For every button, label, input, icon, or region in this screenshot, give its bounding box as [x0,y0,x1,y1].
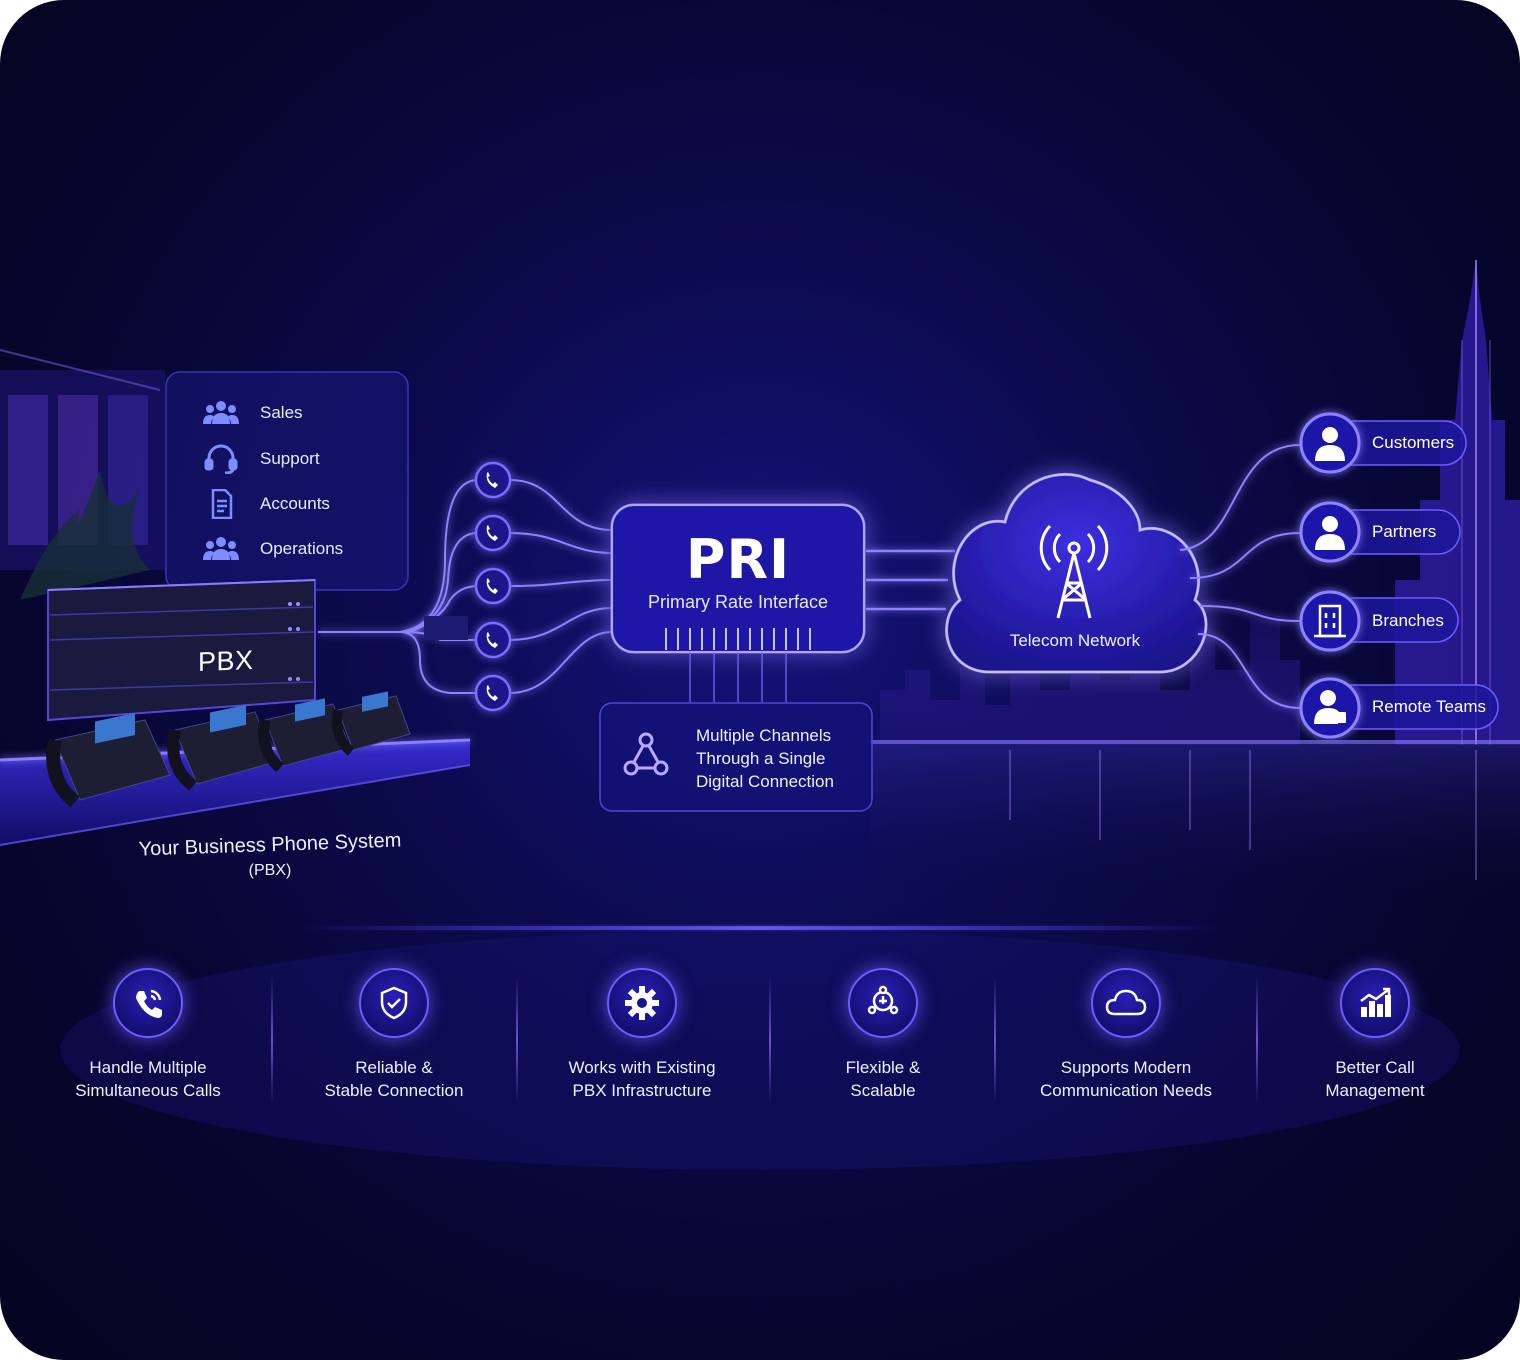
remote-worker-icon [1314,690,1346,724]
department-label: Sales [260,403,303,422]
department-label: Operations [260,539,344,558]
department-item-accounts: Accounts [202,489,330,519]
cloud-icon [1091,968,1161,1038]
department-item-support: Support [202,444,320,474]
destination-label-branches: Branches [1372,611,1444,630]
person-icon [1315,516,1345,550]
junction-block [424,616,468,640]
building-icon [1314,604,1346,638]
destination-label-partners: Partners [1372,522,1437,541]
telecom-cloud [945,472,1208,674]
channels-info-box [599,702,873,812]
antenna-tower-icon [1039,524,1109,619]
team-icon [203,401,239,424]
network-label: Telecom Network [1009,631,1141,650]
channels-info-line: Multiple Channels [696,726,832,745]
desk-phones [46,691,411,808]
network-to-destination-lines [1179,444,1301,709]
department-item-operations: Operations [202,534,343,564]
team-icon [203,537,239,560]
pbx-caption-sub: (PBX) [248,862,292,879]
feature-label: Supports Modern [1060,1058,1192,1077]
office-backdrop [0,349,165,600]
pri-to-network-lines [866,549,955,611]
feature-divider [769,975,771,1105]
person-icon [1315,427,1345,461]
horizon-glow [300,926,1220,930]
feature-label: Flexible & [845,1058,921,1077]
feature-label: PBX Infrastructure [572,1081,712,1100]
destination-label-customers: Customers [1372,433,1455,452]
channels-info-line: Through a Single [696,749,826,768]
destination-label-remote-teams: Remote Teams [1372,697,1487,716]
phone-call-icon [113,968,183,1038]
pri-box [610,503,866,702]
feature-label: Better Call [1335,1058,1415,1077]
feature-label: Communication Needs [1040,1081,1212,1100]
feature-divider [271,975,273,1105]
department-label: Accounts [260,494,330,513]
feature-divider [516,975,518,1105]
feature-divider [994,975,996,1105]
pri-title: PRI [685,528,791,591]
call-channel-icons [474,461,512,712]
feature-label: Scalable [850,1081,916,1100]
pbx-device-label: PBX [198,645,254,677]
feature-item: Flexible & Scalable [753,968,1013,1102]
bar-chart-icon [1340,968,1410,1038]
department-list: Sales Support Accounts Operations [166,372,408,590]
network-triangle-icon [623,732,669,776]
shield-check-icon [359,968,429,1038]
channels-info-text: Multiple Channels Through a Single Digit… [696,724,866,793]
feature-label: Management [1325,1081,1425,1100]
channels-info-line: Digital Connection [696,772,834,791]
pbx-server [47,578,316,722]
feature-label: Simultaneous Calls [75,1081,221,1100]
call-to-pri-lines [509,479,613,694]
feature-label: Works with Existing [568,1058,716,1077]
department-item-sales: Sales [202,398,303,428]
pri-subtitle: Primary Rate Interface [647,592,829,612]
gear-icon [607,968,677,1038]
network-nodes-icon [848,968,918,1038]
feature-label: Handle Multiple [89,1058,207,1077]
document-icon [211,489,233,519]
feature-label: Reliable & [355,1058,433,1077]
feature-divider [1256,975,1258,1105]
department-label: Support [260,449,320,468]
feature-label: Stable Connection [324,1081,464,1100]
destination-icons [1314,427,1346,724]
feature-item: Reliable & Stable Connection [264,968,524,1102]
headset-icon [204,444,238,474]
